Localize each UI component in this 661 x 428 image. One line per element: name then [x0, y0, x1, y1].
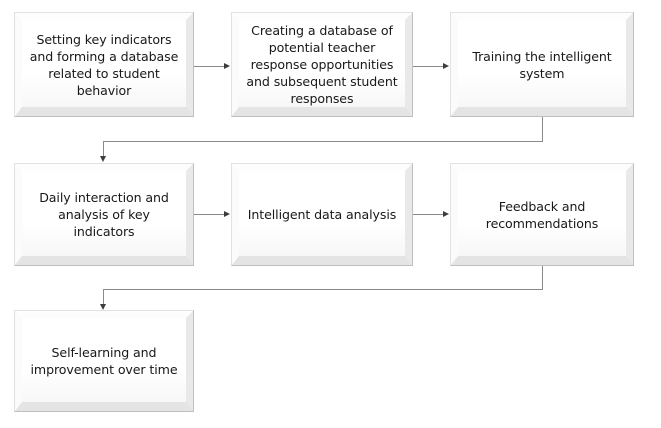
connector-node1-node2: [194, 66, 225, 67]
process-node-2-label: Creating a database of potential teacher…: [246, 23, 398, 106]
arrowhead-node4-node5: [224, 210, 230, 217]
connector-node3-node4-segment-drop: [103, 141, 104, 157]
process-node-4-label: Daily interaction and analysis of key in…: [39, 190, 169, 239]
connector-node6-node7-segment-drop: [103, 289, 104, 305]
arrowhead-node6-node7: [99, 304, 106, 310]
arrowhead-node3-node4: [99, 156, 106, 162]
process-node-1[interactable]: Setting key indicators and forming a dat…: [14, 12, 194, 117]
process-node-5[interactable]: Intelligent data analysis: [231, 163, 413, 266]
process-node-4[interactable]: Daily interaction and analysis of key in…: [14, 163, 194, 266]
connector-node3-node4-segment-left: [103, 141, 543, 142]
process-node-5-label: Intelligent data analysis: [247, 207, 397, 222]
connector-node6-node7-segment-down: [542, 266, 543, 290]
process-node-6[interactable]: Feedback and recommendations: [450, 163, 634, 266]
process-node-1-label: Setting key indicators and forming a dat…: [29, 31, 179, 98]
connector-node2-node3: [413, 66, 444, 67]
connector-node4-node5: [194, 214, 225, 215]
arrowhead-node1-node2: [224, 62, 230, 69]
process-node-7-label: Self-learning and improvement over time: [30, 345, 178, 377]
arrowhead-node2-node3: [443, 62, 449, 69]
process-node-6-label: Feedback and recommendations: [485, 198, 599, 231]
arrowhead-node5-node6: [443, 210, 449, 217]
process-node-3[interactable]: Training the intelligent system: [450, 12, 634, 117]
process-node-7[interactable]: Self-learning and improvement over time: [14, 310, 194, 412]
connector-node5-node6: [413, 214, 444, 215]
connector-node6-node7-segment-left: [103, 289, 543, 290]
process-node-2[interactable]: Creating a database of potential teacher…: [231, 12, 413, 117]
connector-node3-node4-segment-down: [542, 117, 543, 142]
process-node-3-label: Training the intelligent system: [472, 48, 612, 81]
